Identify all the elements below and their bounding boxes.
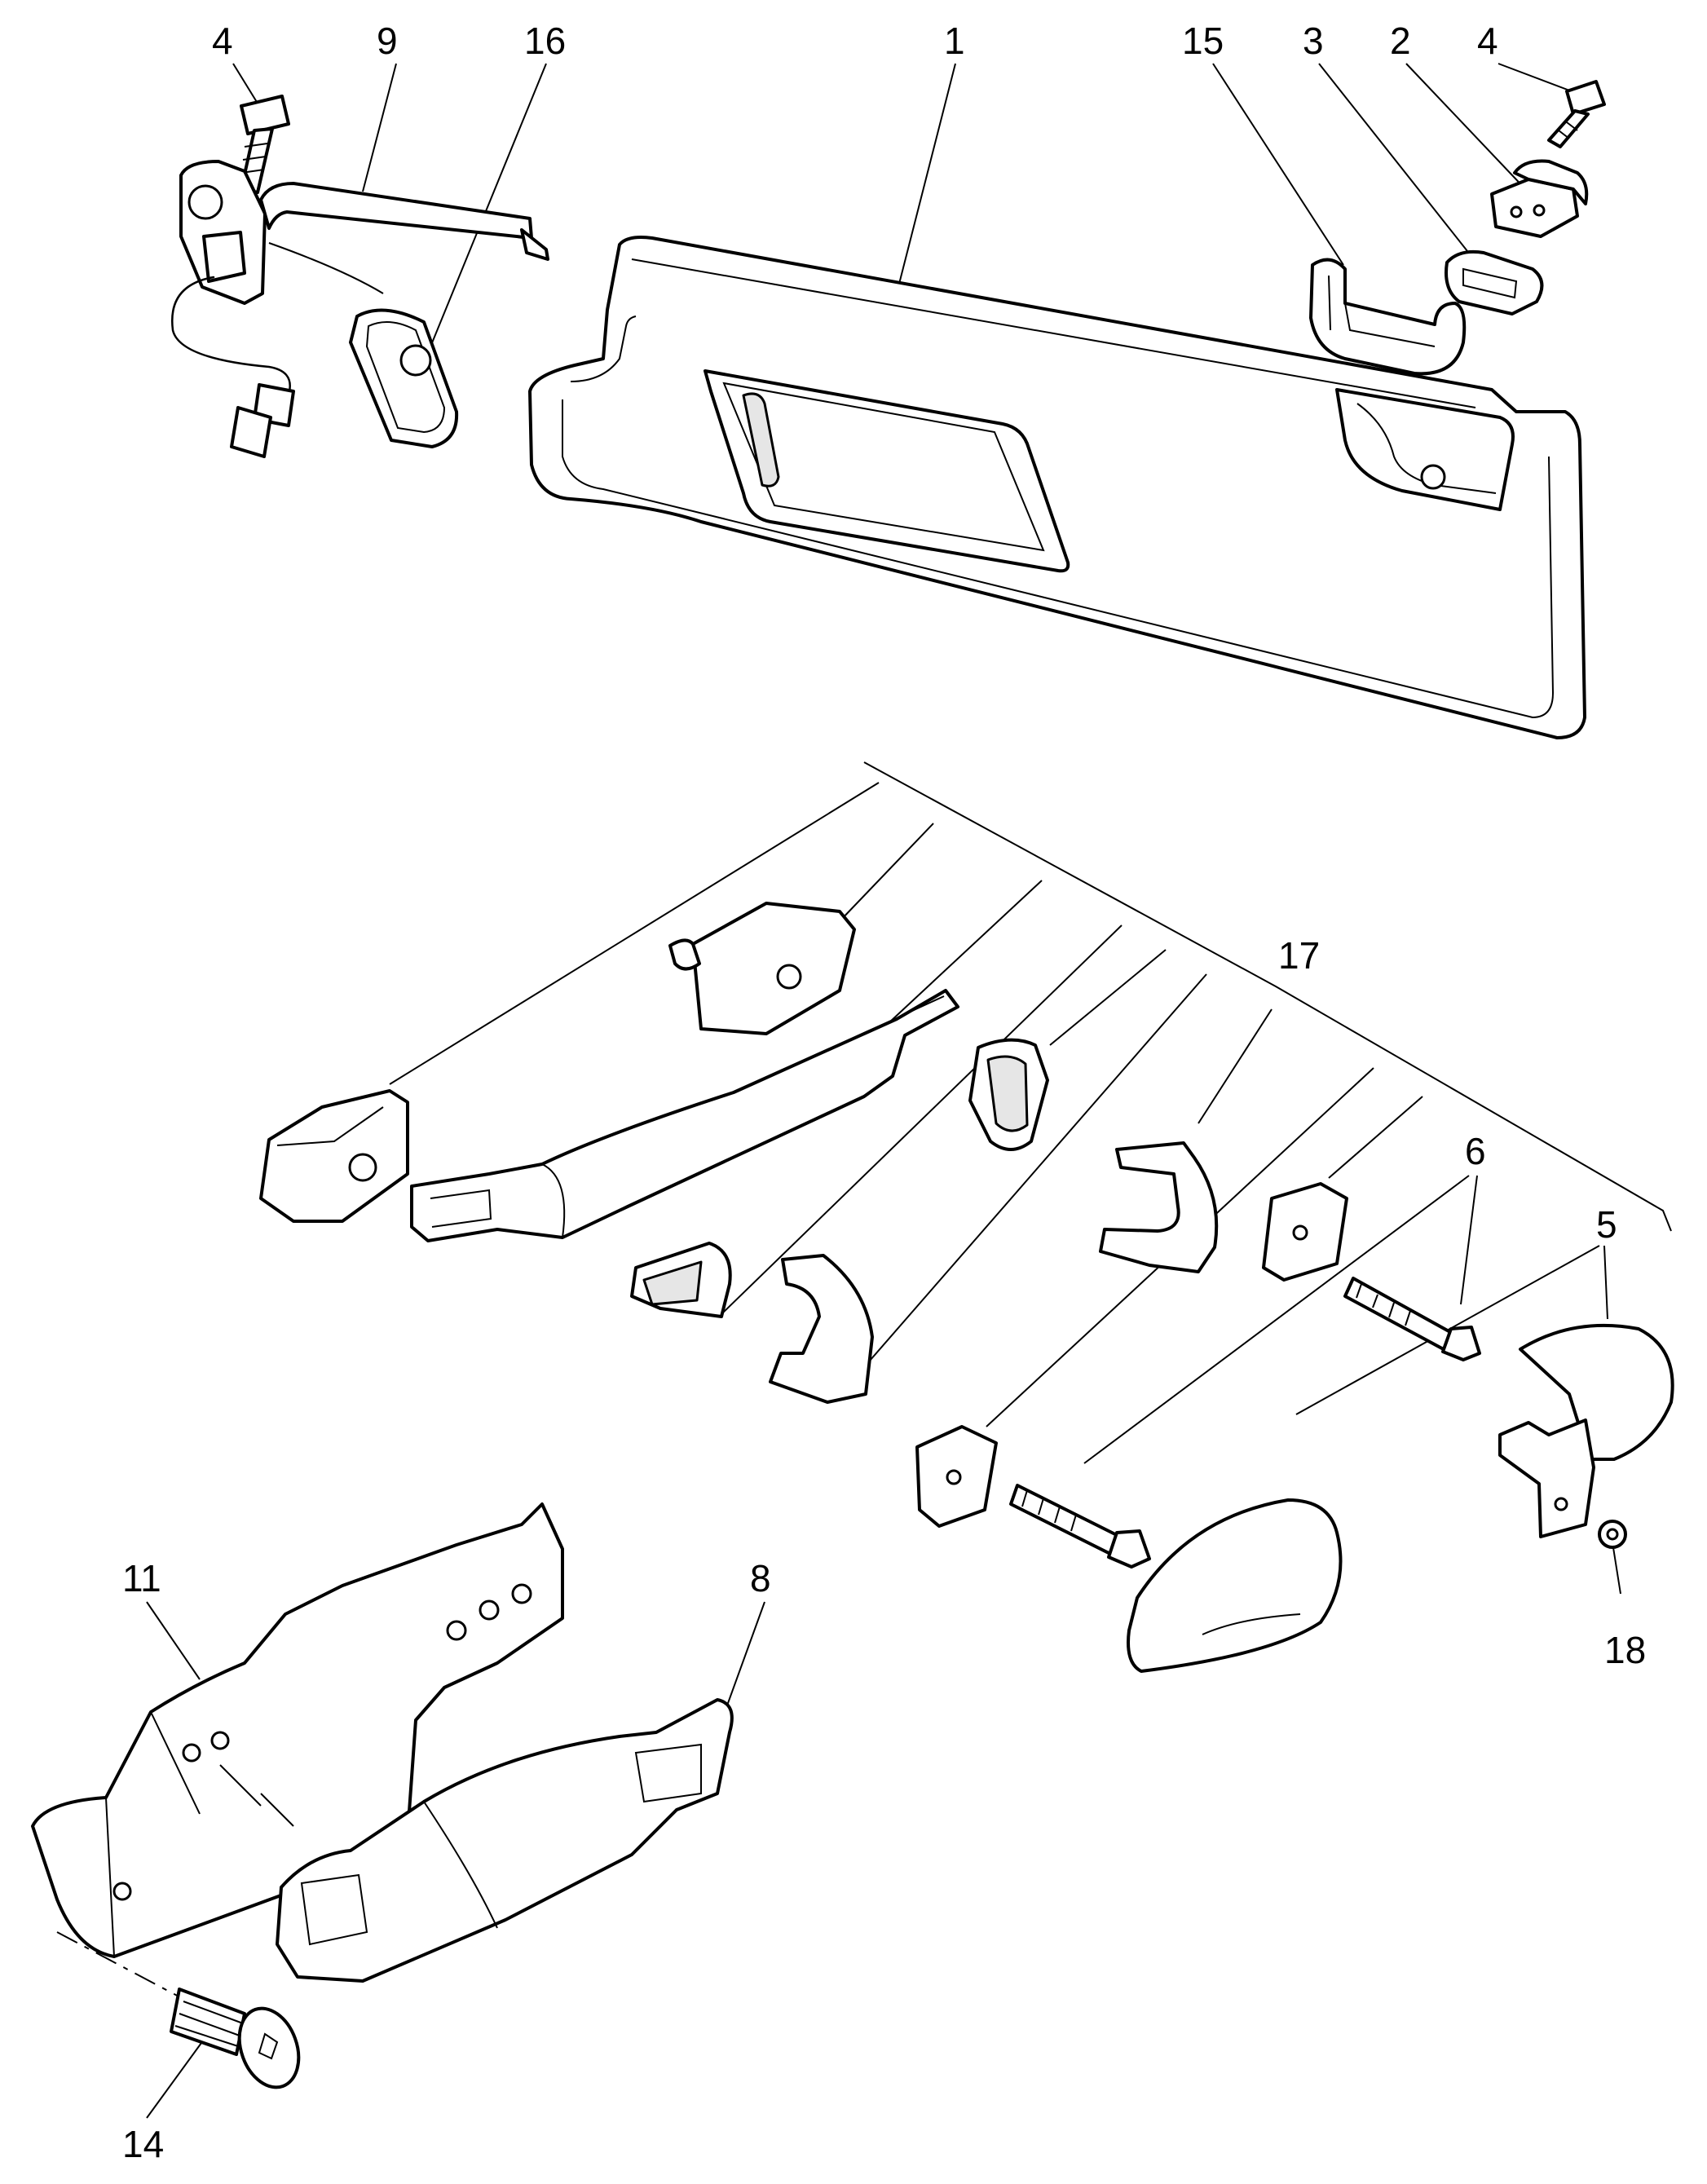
leader-14 <box>146 2033 209 2119</box>
leader-15 <box>1212 63 1344 266</box>
callout-2: 2 <box>1390 20 1411 62</box>
hook-15 <box>1309 258 1467 376</box>
callout-4-right: 4 <box>1477 20 1498 62</box>
screw-4-left <box>240 95 290 194</box>
mount-2 <box>1490 159 1589 238</box>
callout-labels: 4 9 16 1 15 3 2 4 17 6 5 18 11 8 14 <box>122 20 1646 2165</box>
callout-17: 17 <box>1278 934 1320 977</box>
callout-5: 5 <box>1596 1203 1617 1246</box>
callout-8: 8 <box>750 1557 771 1599</box>
leader-11 <box>362 63 397 192</box>
leader-18 <box>1612 1542 1621 1595</box>
leader-17-g <box>1198 1008 1273 1124</box>
callout-16: 16 <box>524 20 566 62</box>
callout-6: 6 <box>1465 1130 1486 1172</box>
leader-9 <box>146 1601 201 1680</box>
end-cap-5-left <box>1127 1498 1343 1673</box>
callout-11: 9 <box>377 20 398 62</box>
leader-lines <box>56 63 1672 2119</box>
screw-14 <box>170 1988 301 2089</box>
end-cap-5-right <box>1498 1323 1674 1538</box>
leader-17-i <box>1328 1096 1423 1179</box>
callout-1: 1 <box>944 20 965 62</box>
callout-15: 15 <box>1182 20 1224 62</box>
bracket-9 <box>31 1502 564 1958</box>
leader-6-b <box>1083 1175 1470 1464</box>
leader-17-c <box>888 880 1043 1024</box>
callout-4-left: 4 <box>212 20 233 62</box>
leader-17-bracket <box>863 761 1672 1232</box>
washer-18 <box>1598 1520 1627 1549</box>
leader-4-left <box>232 63 260 107</box>
leader-17-b <box>839 823 934 922</box>
bezel-16 <box>349 308 459 448</box>
bolt-6-lower <box>1009 1484 1151 1569</box>
leader-5-a <box>1603 1245 1608 1320</box>
leader-17-a <box>389 782 880 1085</box>
screw-4-right <box>1547 80 1606 148</box>
leader-14-axis <box>56 1931 196 2006</box>
leader-3 <box>1318 63 1468 252</box>
leader-6-a <box>1460 1175 1478 1305</box>
callout-9: 11 <box>122 1557 161 1599</box>
bolt-6-upper <box>1343 1277 1481 1361</box>
callout-14: 14 <box>122 2123 164 2165</box>
leader-4-right <box>1497 63 1579 95</box>
grab-handle-kit-17 <box>259 902 1348 1528</box>
gasket-3 <box>1445 249 1544 315</box>
pivot-rod-11 <box>171 160 549 458</box>
leader-17-d <box>721 924 1123 1315</box>
leader-1 <box>898 63 956 288</box>
callout-3: 3 <box>1303 20 1324 62</box>
callout-18: 18 <box>1604 1629 1646 1671</box>
sun-visor-1 <box>528 236 1586 739</box>
pad-8 <box>276 1698 734 1983</box>
leader-17-f <box>847 973 1207 1387</box>
leader-17-e <box>1049 949 1167 1046</box>
leader-2 <box>1405 63 1529 193</box>
